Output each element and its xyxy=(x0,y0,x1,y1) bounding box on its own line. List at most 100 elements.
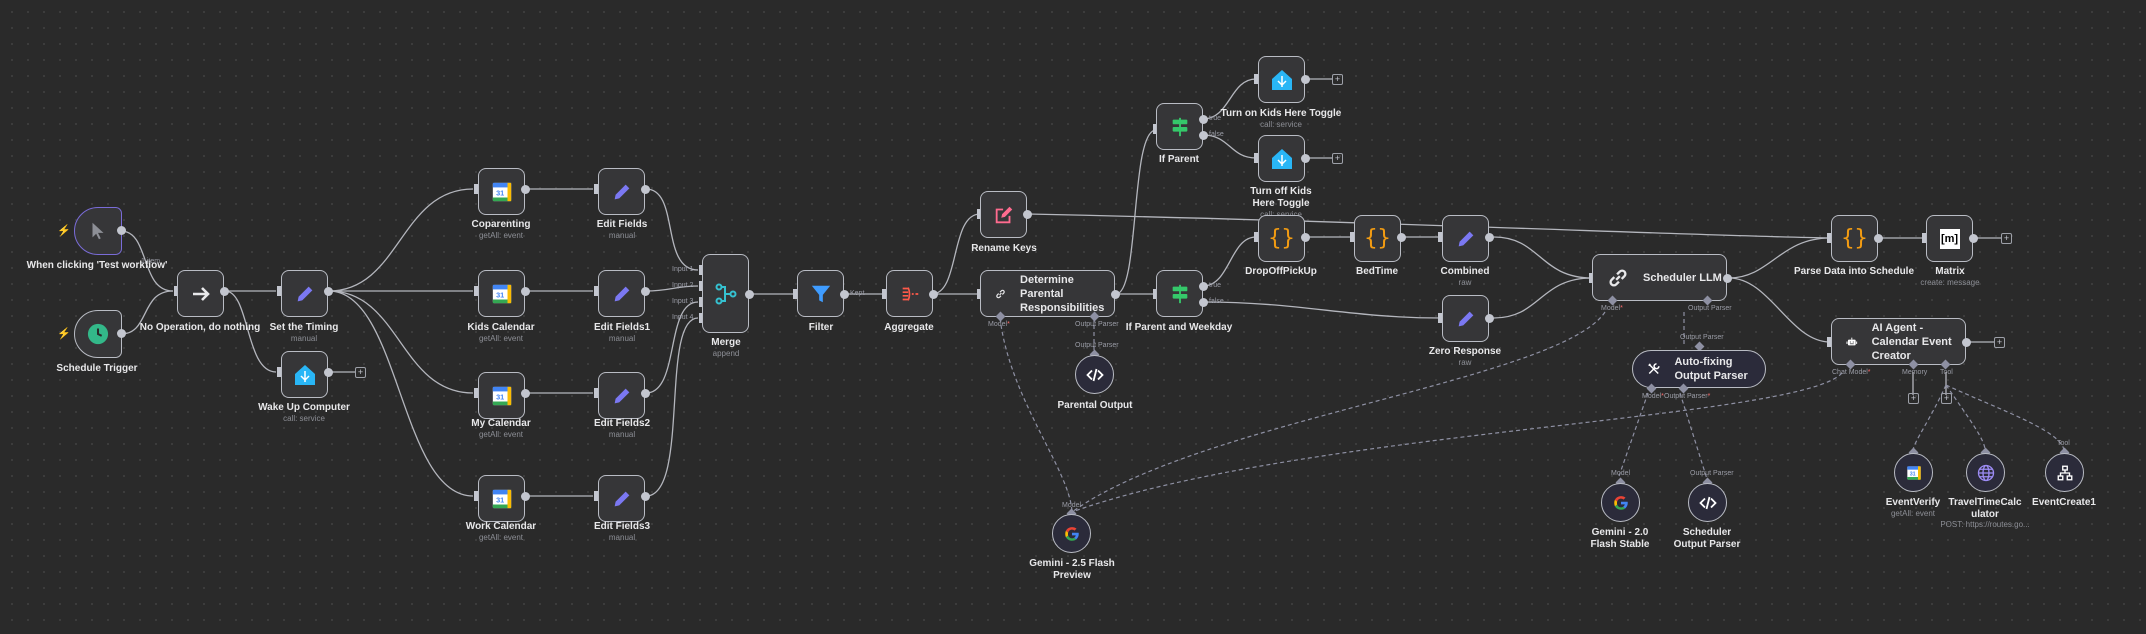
input-handle[interactable] xyxy=(699,281,703,291)
output-handle[interactable] xyxy=(521,389,530,398)
node-work-calendar[interactable]: 31 xyxy=(478,475,525,522)
input-handle[interactable] xyxy=(1153,289,1157,299)
node-auto-fixing-parser[interactable]: Auto-fixing Output Parser xyxy=(1632,350,1766,388)
output-handle[interactable] xyxy=(324,368,333,377)
input-handle[interactable] xyxy=(174,286,178,296)
output-handle[interactable] xyxy=(117,329,126,338)
input-handle[interactable] xyxy=(1827,337,1831,347)
input-handle[interactable] xyxy=(699,297,703,307)
node-wake-up-computer[interactable] xyxy=(281,351,328,398)
input-handle[interactable] xyxy=(977,209,981,219)
node-aggregate[interactable] xyxy=(886,270,933,317)
output-handle[interactable] xyxy=(117,226,126,235)
add-node-plus-icon[interactable]: + xyxy=(1332,74,1343,85)
output-handle[interactable] xyxy=(220,287,229,296)
output-handle[interactable] xyxy=(1723,274,1732,283)
node-merge[interactable] xyxy=(702,254,749,333)
output-handle[interactable] xyxy=(641,287,650,296)
node-schedule-trigger[interactable] xyxy=(74,310,122,358)
output-handle[interactable] xyxy=(1962,338,1971,347)
node-parental-output[interactable] xyxy=(1075,355,1114,394)
input-handle[interactable] xyxy=(594,184,598,194)
output-handle-false[interactable] xyxy=(1199,131,1208,140)
add-node-plus-icon[interactable]: + xyxy=(1994,337,2005,348)
input-handle[interactable] xyxy=(977,289,981,299)
output-handle[interactable] xyxy=(1969,234,1978,243)
output-handle-true[interactable] xyxy=(1199,282,1208,291)
input-handle[interactable] xyxy=(1350,232,1354,242)
output-handle[interactable] xyxy=(324,287,333,296)
add-node-plus-icon[interactable]: + xyxy=(2001,233,2012,244)
input-handle[interactable] xyxy=(474,286,478,296)
input-handle[interactable] xyxy=(882,289,886,299)
input-handle[interactable] xyxy=(474,184,478,194)
node-scheduler-llm[interactable]: Scheduler LLM xyxy=(1592,254,1727,301)
node-gemini-25[interactable] xyxy=(1052,514,1091,553)
input-handle[interactable] xyxy=(1254,74,1258,84)
input-handle[interactable] xyxy=(699,313,703,323)
input-handle[interactable] xyxy=(594,388,598,398)
output-handle[interactable] xyxy=(521,287,530,296)
output-handle[interactable] xyxy=(641,185,650,194)
input-handle[interactable] xyxy=(277,286,281,296)
output-handle-false[interactable] xyxy=(1199,298,1208,307)
input-handle[interactable] xyxy=(1438,313,1442,323)
add-node-plus-icon[interactable]: + xyxy=(1332,153,1343,164)
node-edit-fields1[interactable] xyxy=(598,270,645,317)
node-coparenting[interactable]: 31 xyxy=(478,168,525,215)
output-handle[interactable] xyxy=(521,492,530,501)
node-my-calendar[interactable]: 31 xyxy=(478,372,525,419)
output-handle[interactable] xyxy=(641,492,650,501)
output-handle[interactable] xyxy=(641,389,650,398)
input-handle[interactable] xyxy=(1827,233,1831,243)
add-memory-plus-icon[interactable]: + xyxy=(1908,393,1919,404)
node-turn-on-kids[interactable] xyxy=(1258,56,1305,103)
node-zero-response[interactable] xyxy=(1442,295,1489,342)
input-handle[interactable] xyxy=(594,491,598,501)
input-handle[interactable] xyxy=(1254,153,1258,163)
node-if-parent-weekday[interactable] xyxy=(1156,270,1203,317)
node-travel-time[interactable] xyxy=(1966,453,2005,492)
input-handle[interactable] xyxy=(277,367,281,377)
node-turn-off-kids[interactable] xyxy=(1258,135,1305,182)
input-handle[interactable] xyxy=(1589,273,1593,283)
input-handle[interactable] xyxy=(594,286,598,296)
node-filter[interactable] xyxy=(797,270,844,317)
output-handle-true[interactable] xyxy=(1199,115,1208,124)
output-handle[interactable] xyxy=(1397,233,1406,242)
node-scheduler-output-parser[interactable] xyxy=(1688,483,1727,522)
input-handle[interactable] xyxy=(1254,232,1258,242)
node-matrix[interactable]: [m] xyxy=(1926,215,1973,262)
output-handle[interactable] xyxy=(840,290,849,299)
add-node-plus-icon[interactable]: + xyxy=(355,367,366,378)
output-handle[interactable] xyxy=(1874,234,1883,243)
input-handle[interactable] xyxy=(1922,233,1926,243)
output-handle[interactable] xyxy=(1301,233,1310,242)
node-ai-agent[interactable]: AI Agent - Calendar Event Creator xyxy=(1831,318,1966,365)
input-handle[interactable] xyxy=(1153,124,1157,134)
node-determine-parental[interactable]: Determine Parental Responsibilities xyxy=(980,270,1115,317)
output-handle[interactable] xyxy=(521,185,530,194)
input-handle[interactable] xyxy=(793,289,797,299)
node-edit-fields[interactable] xyxy=(598,168,645,215)
output-handle[interactable] xyxy=(929,290,938,299)
node-edit-fields2[interactable] xyxy=(598,372,645,419)
input-handle[interactable] xyxy=(474,388,478,398)
output-handle[interactable] xyxy=(745,290,754,299)
node-parse-data[interactable]: {} xyxy=(1831,215,1878,262)
node-event-create[interactable] xyxy=(2045,453,2084,492)
node-dropoff-pickup[interactable]: {} xyxy=(1258,215,1305,262)
input-handle[interactable] xyxy=(474,491,478,501)
node-rename-keys[interactable] xyxy=(980,191,1027,238)
node-combined[interactable] xyxy=(1442,215,1489,262)
node-edit-fields3[interactable] xyxy=(598,475,645,522)
node-if-parent[interactable] xyxy=(1156,103,1203,150)
output-handle[interactable] xyxy=(1485,233,1494,242)
output-handle[interactable] xyxy=(1023,210,1032,219)
node-gemini-20[interactable] xyxy=(1601,483,1640,522)
output-handle[interactable] xyxy=(1111,290,1120,299)
node-event-verify[interactable]: 31 xyxy=(1894,453,1933,492)
node-noop[interactable] xyxy=(177,270,224,317)
add-tool-plus-icon[interactable]: + xyxy=(1941,393,1952,404)
